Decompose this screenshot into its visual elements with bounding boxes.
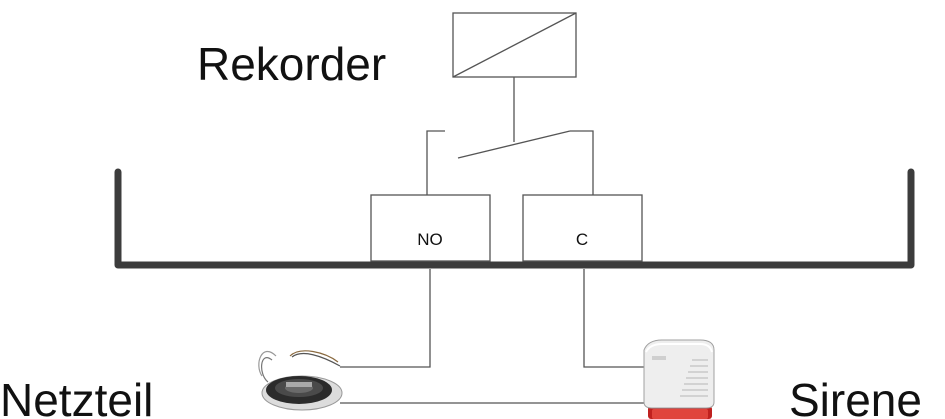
power-supply-label: Netzteil [0, 374, 153, 419]
recorder-label: Rekorder [197, 38, 386, 90]
siren-label: Sirene [789, 374, 922, 419]
power-supply-icon [258, 350, 343, 411]
terminal-c: C [522, 194, 643, 262]
wire-no-to-power-supply [340, 269, 431, 368]
recorder-block [452, 12, 577, 78]
terminal-no: NO [370, 194, 491, 262]
terminal-rail [114, 168, 915, 269]
terminal-no-label: NO [417, 230, 443, 249]
terminal-c-label: C [576, 230, 588, 249]
wire-c-to-siren [583, 269, 648, 368]
siren-icon [643, 339, 715, 419]
relay-switch [426, 77, 594, 195]
